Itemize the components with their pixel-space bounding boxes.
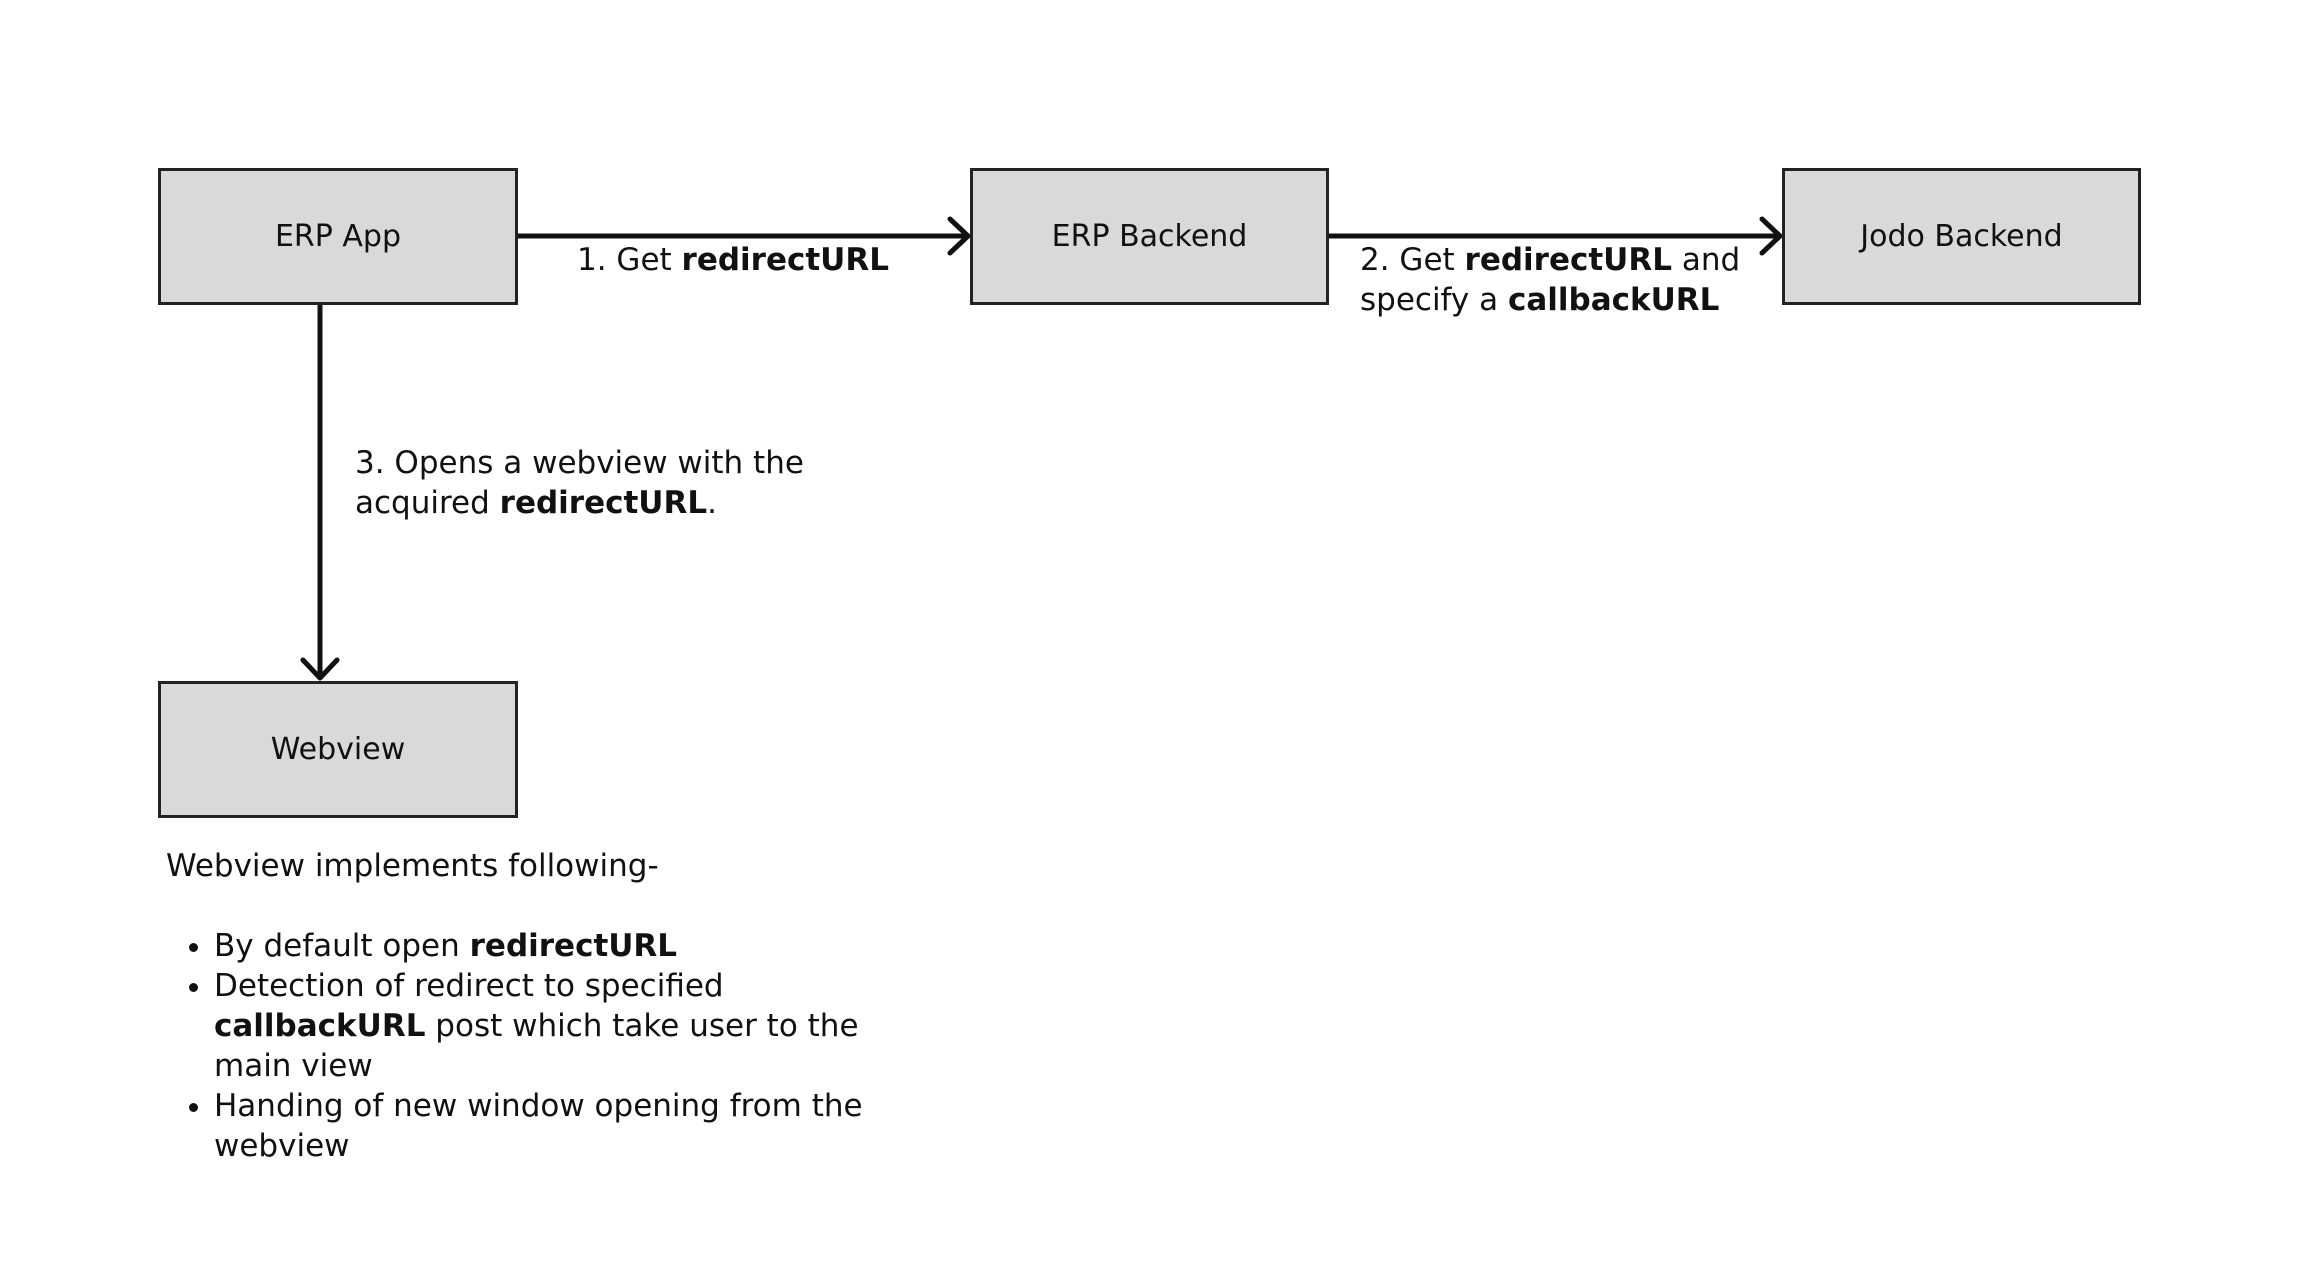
node-webview-label: Webview: [270, 732, 406, 767]
notes-item-2-prefix: Handing of new window opening from the w…: [214, 1088, 863, 1164]
webview-notes: Webview implements following- By default…: [166, 846, 966, 1166]
node-erp-app-label: ERP App: [274, 219, 402, 254]
notes-item-1-prefix: Detection of redirect to specified: [214, 968, 724, 1004]
webview-notes-item: By default open redirectURL: [214, 926, 934, 966]
edge-label-step2-line2-prefix: specify a: [1360, 282, 1508, 318]
edge-label-step3-line2: acquired redirectURL.: [355, 483, 804, 523]
webview-notes-list: By default open redirectURL Detection of…: [166, 926, 966, 1166]
node-webview: Webview: [158, 681, 518, 818]
node-erp-backend-label: ERP Backend: [1051, 219, 1248, 254]
notes-item-1-bold: callbackURL: [214, 1008, 426, 1044]
webview-notes-item: Detection of redirect to specified callb…: [214, 966, 934, 1086]
node-erp-backend: ERP Backend: [970, 168, 1329, 305]
edge-label-step2-line1-suffix: and: [1671, 242, 1741, 278]
edge-label-step3-line2-prefix: acquired: [355, 485, 500, 521]
edge-label-step2-line1-bold: redirectURL: [1464, 242, 1672, 278]
arrowhead-erp-backend: [947, 216, 971, 256]
notes-item-1-suffix: post which take user to the main view: [214, 1008, 859, 1084]
edge-label-step2: 2. Get redirectURL and specify a callbac…: [1360, 240, 1740, 320]
edge-label-step2-line1-prefix: 2. Get: [1360, 242, 1465, 278]
edge-label-step2-line2-bold: callbackURL: [1507, 282, 1720, 318]
webview-notes-intro: Webview implements following-: [166, 848, 659, 884]
edge-label-step2-line1: 2. Get redirectURL and: [1360, 240, 1740, 280]
arrowhead-jodo-backend: [1759, 216, 1783, 256]
edge-label-step1-bold: redirectURL: [681, 242, 889, 278]
edge-label-step3-line2-bold: redirectURL: [499, 485, 708, 521]
notes-item-0-bold: redirectURL: [469, 928, 678, 964]
edge-label-step3-line1: 3. Opens a webview with the: [355, 445, 804, 481]
edge-label-step3: 3. Opens a webview with the acquired red…: [355, 443, 804, 523]
edge-label-step1: 1. Get redirectURL: [577, 240, 889, 280]
notes-item-0-prefix: By default open: [214, 928, 470, 964]
webview-notes-item: Handing of new window opening from the w…: [214, 1086, 894, 1166]
node-jodo-backend: Jodo Backend: [1782, 168, 2141, 305]
node-erp-app: ERP App: [158, 168, 518, 305]
node-jodo-backend-label: Jodo Backend: [1860, 219, 2063, 254]
edge-label-step2-line2: specify a callbackURL: [1360, 280, 1740, 320]
edge-label-step3-line2-suffix: .: [707, 485, 717, 521]
arrowhead-webview: [300, 657, 340, 681]
edge-label-step1-prefix: 1. Get: [577, 242, 682, 278]
edge-label-step1-line: 1. Get redirectURL: [577, 240, 889, 280]
